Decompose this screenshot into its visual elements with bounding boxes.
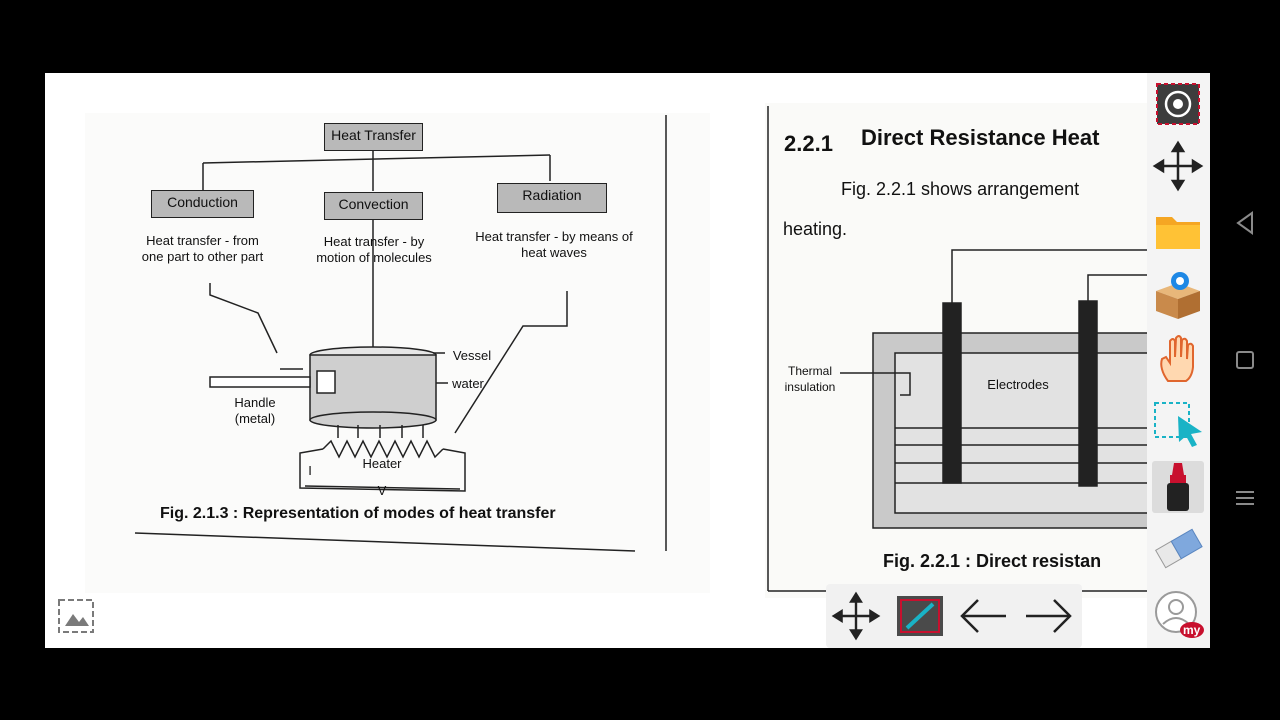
pan-button[interactable] xyxy=(830,590,882,642)
folder-icon xyxy=(1156,217,1200,249)
body-text-line2: heating. xyxy=(783,219,848,239)
add-image-button[interactable] xyxy=(57,598,95,634)
current-label: I xyxy=(308,463,312,478)
system-recents-button[interactable] xyxy=(1225,340,1265,380)
convection-description: Heat transfer - by motion of molecules xyxy=(316,234,432,265)
previous-page-button[interactable] xyxy=(958,590,1010,642)
radiation-description: Heat transfer - by means of heat waves xyxy=(475,229,633,260)
heat-transfer-diagram-lines xyxy=(134,115,667,552)
profile-my-icon xyxy=(1155,591,1204,638)
profile-button[interactable]: my xyxy=(1152,588,1204,640)
conduction-description: Heat transfer - from one part to other p… xyxy=(141,233,264,264)
select-tool[interactable] xyxy=(1152,398,1204,450)
right-figure-caption: Fig. 2.2.1 : Direct resistan xyxy=(883,551,1102,571)
profile-badge: my xyxy=(1183,623,1201,637)
camera-shutter-icon xyxy=(1156,83,1200,125)
handle-label: Handle (metal) xyxy=(234,395,276,426)
edit-button[interactable] xyxy=(894,590,946,642)
select-cursor-icon xyxy=(1154,402,1202,447)
section-number: 2.2.1 xyxy=(784,131,833,156)
section-heading: Direct Resistance Heat xyxy=(861,125,1100,150)
next-page-button[interactable] xyxy=(1022,590,1074,642)
body-text-line1: Fig. 2.2.1 shows arrangement xyxy=(841,179,1080,199)
back-triangle-icon xyxy=(1236,211,1253,235)
tool-sidebar: my xyxy=(1147,73,1210,648)
pen-edit-icon xyxy=(897,596,943,636)
node-radiation: Radiation xyxy=(497,183,607,213)
recents-square-icon xyxy=(1236,351,1254,369)
folder-button[interactable] xyxy=(1152,205,1204,257)
node-convection: Convection xyxy=(324,192,423,220)
hand-icon xyxy=(1160,335,1194,382)
hand-tool[interactable] xyxy=(1152,333,1204,385)
node-heat-transfer: Heat Transfer xyxy=(324,123,423,151)
package-button[interactable] xyxy=(1152,269,1204,321)
eraser-icon xyxy=(1154,528,1203,569)
node-conduction: Conduction xyxy=(151,190,254,218)
image-icon xyxy=(58,599,94,633)
bottom-navigation-bar xyxy=(826,584,1082,648)
left-figure-caption: Fig. 2.1.3 : Representation of modes of … xyxy=(160,505,556,522)
arrow-right-icon xyxy=(1026,599,1072,633)
vessel-label: Vessel xyxy=(452,348,492,363)
heater-label: Heater xyxy=(362,456,402,471)
water-label: water xyxy=(452,376,484,391)
thermal-insulation-label: Thermal insulation xyxy=(784,364,836,394)
move-arrows-icon xyxy=(831,591,881,641)
electrodes-label: Electrodes xyxy=(987,377,1049,392)
capture-button[interactable] xyxy=(1152,78,1204,130)
arrow-left-icon xyxy=(960,599,1006,633)
eraser-tool[interactable] xyxy=(1152,523,1204,575)
direct-resistance-diagram-lines xyxy=(767,106,1154,592)
system-menu-button[interactable] xyxy=(1225,478,1265,518)
package-icon xyxy=(1156,272,1200,319)
menu-lines-icon xyxy=(1236,491,1254,505)
marker-icon xyxy=(1167,463,1189,511)
move-arrows-icon xyxy=(1152,140,1204,192)
marker-tool[interactable] xyxy=(1152,461,1204,513)
system-back-button[interactable] xyxy=(1225,203,1265,243)
document-canvas: Heat Transfer Conduction Convection Radi… xyxy=(45,73,1210,648)
move-tool[interactable] xyxy=(1152,140,1204,192)
voltage-label: V xyxy=(377,483,387,498)
